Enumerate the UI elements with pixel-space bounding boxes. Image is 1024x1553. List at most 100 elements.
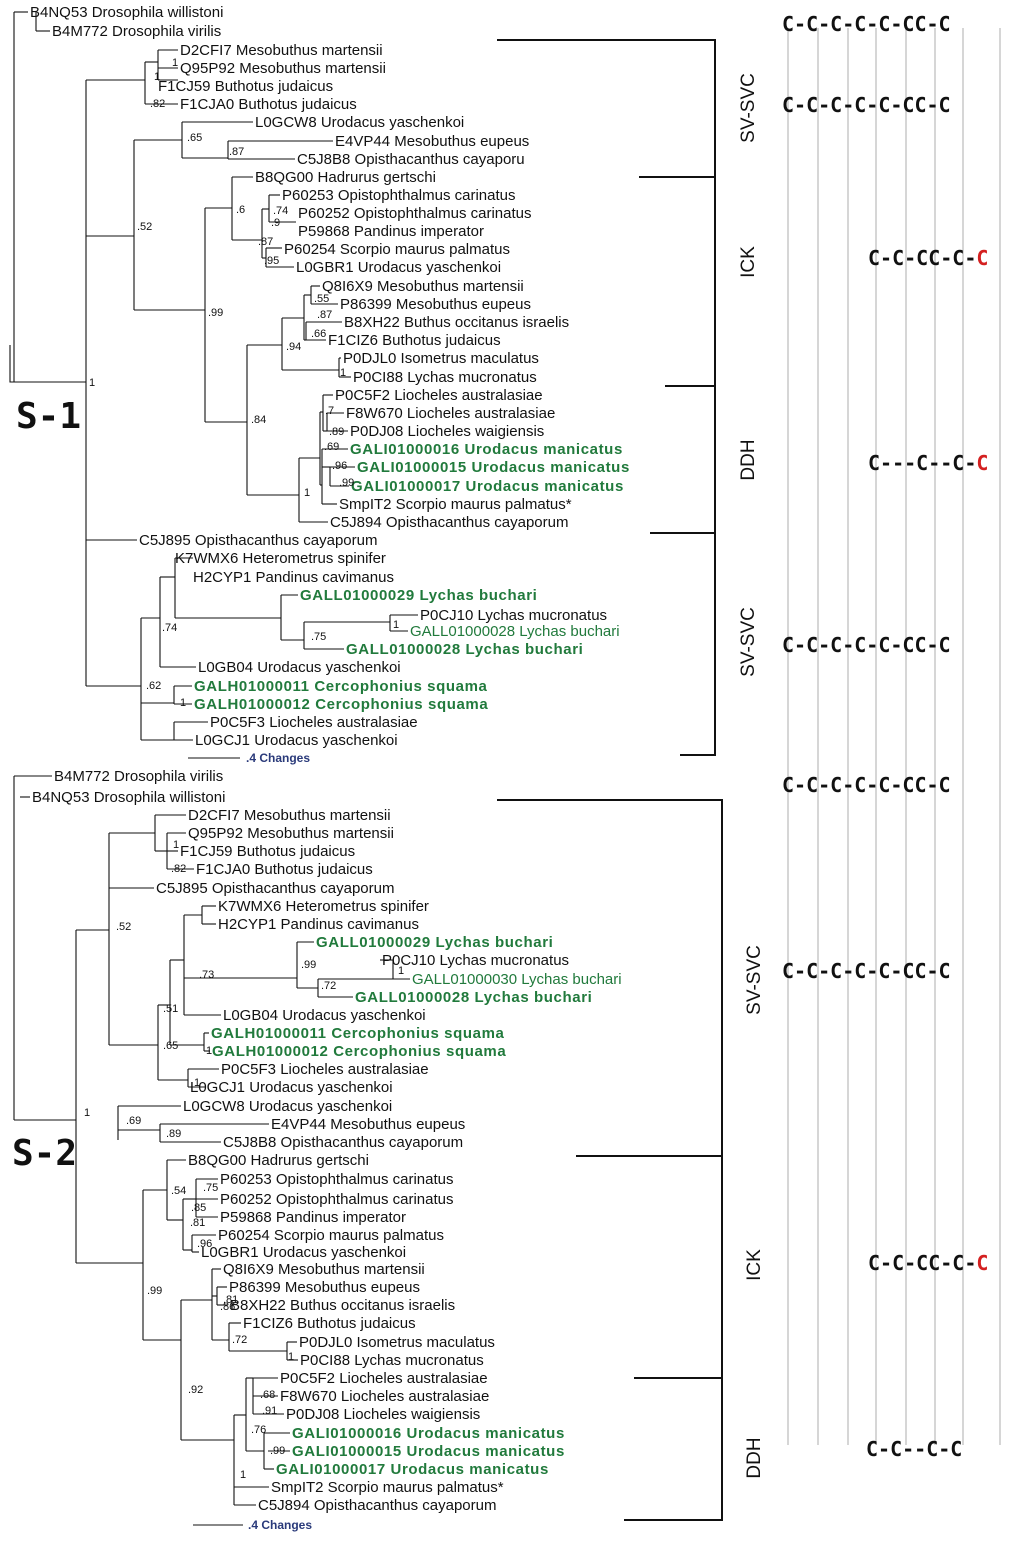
support-value: .55 [314,293,329,305]
group-label-sv-svc: SV-SVC [738,73,759,143]
leaf-label: P86399 Mesobuthus eupeus [340,296,531,313]
leaf-label: GALL01000029 Lychas buchari [300,587,537,604]
leaf-label: L0GB04 Urodacus yaschenkoi [198,659,401,676]
support-value: 1 [89,377,95,389]
leaf-label: F8W670 Liocheles australasiae [346,405,555,422]
leaf-label: C5J8B8 Opisthacanthus cayaporu [297,151,525,168]
support-value: .69 [324,441,339,453]
support-value: .74 [273,205,288,217]
support-value: .95 [264,255,279,267]
leaf-label: F1CJ59 Buthotus judaicus [158,78,333,95]
leaf-label: F1CJA0 Buthotus judaicus [196,861,373,878]
leaf-label: P0DJ08 Liocheles waigiensis [286,1406,480,1423]
support-value: .75 [203,1182,218,1194]
leaf-label: L0GCJ1 Urodacus yaschenkoi [190,1079,393,1096]
leaf-label: GALL01000030 Lychas buchari [412,971,622,988]
support-value: 1 [194,1077,200,1089]
support-value: .69 [126,1115,141,1127]
cysteine-motif: C-C-CC-C-C [868,246,988,270]
leaf-label: P60254 Scorpio maurus palmatus [284,241,510,258]
group-label-ddh: DDH [738,439,759,480]
leaf-label: GALL01000029 Lychas buchari [316,934,553,951]
support-value: .76 [251,1424,266,1436]
support-value: .66 [311,328,326,340]
leaf-label: GALI01000017 Urodacus manicatus [351,478,624,495]
support-value: .62 [146,680,161,692]
support-value: 1 [206,1045,212,1057]
support-value: .99 [270,1445,285,1457]
leaf-label: B4NQ53 Drosophila willistoni [30,4,223,21]
motif-text: C-C-C-C-C-CC-C [782,633,951,657]
leaf-label: P0DJL0 Isometrus maculatus [299,1334,495,1351]
support-value: 1 [304,487,310,499]
leaf-label: P0CI88 Lychas mucronatus [353,369,537,386]
group-label-ick: ICK [738,246,759,278]
leaf-label: GALI01000017 Urodacus manicatus [276,1461,549,1478]
leaf-label: H2CYP1 Pandinus cavimanus [218,916,419,933]
leaf-label: P0DJL0 Isometrus maculatus [343,350,539,367]
support-value: .85 [191,1202,206,1214]
support-value: .96 [197,1238,212,1250]
leaf-label: F1CIZ6 Buthotus judaicus [328,332,501,349]
leaf-label: GALL01000028 Lychas buchari [355,989,592,1006]
motif-terminal-cysteine: C [976,451,988,475]
leaf-label: GALI01000016 Urodacus manicatus [292,1425,565,1442]
leaf-label: GALI01000015 Urodacus manicatus [292,1443,565,1460]
leaf-label: Q8I6X9 Mesobuthus martensii [223,1261,425,1278]
leaf-label: Q95P92 Mesobuthus martensii [180,60,386,77]
leaf-label: C5J894 Opisthacanthus cayaporum [330,514,568,531]
motif-text: C-C-CC-C- [868,1251,976,1275]
leaf-label: H2CYP1 Pandinus cavimanus [193,569,394,586]
leaf-label: B8XH22 Buthus occitanus israelis [230,1297,455,1314]
support-value: .73 [199,969,214,981]
leaf-label: Q95P92 Mesobuthus martensii [188,825,394,842]
support-value: .96 [332,460,347,472]
leaf-label: P60252 Opistophthalmus carinatus [298,205,531,222]
scale-label: .4 Changes [248,1518,312,1532]
panel-label-s2: S-2 [12,1133,77,1174]
cysteine-motif: C-C-C-C-C-CC-C [782,12,951,36]
support-value: 1 [393,619,399,631]
leaf-label: SmpIT2 Scorpio maurus palmatus* [339,496,572,513]
tree-branch [9,345,86,383]
tree-branches [9,11,723,1526]
support-value: .91 [262,1405,277,1417]
cysteine-motif: C-C-CC-C-C [868,1251,988,1275]
leaf-label: D2CFI7 Mesobuthus martensii [188,807,391,824]
support-value: 1 [154,71,160,83]
leaf-label: L0GCJ1 Urodacus yaschenkoi [195,732,398,749]
leaf-label: P60254 Scorpio maurus palmatus [218,1227,444,1244]
support-value: 1 [240,1469,246,1481]
cysteine-motif: C-C-C-C-C-CC-C [782,633,951,657]
support-value: .99 [301,959,316,971]
support-value: .52 [116,921,131,933]
leaf-label: B8QG00 Hadrurus gertschi [188,1152,369,1169]
support-value: .82 [171,863,186,875]
support-value: 1 [288,1351,294,1363]
support-value: 1 [340,367,346,379]
leaf-label: P86399 Mesobuthus eupeus [229,1279,420,1296]
leaf-label: P0C5F3 Liocheles australasiae [210,714,418,731]
leaf-label: P60252 Opistophthalmus carinatus [220,1191,453,1208]
support-value: .6 [236,204,245,216]
leaf-label: GALI01000015 Urodacus manicatus [357,459,630,476]
motif-text: C-C-CC-C- [868,246,976,270]
support-value: .86 [220,1301,235,1313]
group-bracket [497,799,723,1521]
leaf-label: P59868 Pandinus imperator [298,223,484,240]
leaf-label: B8XH22 Buthus occitanus israelis [344,314,569,331]
group-label-sv-svc: SV-SVC [744,945,765,1015]
leaf-label: L0GB04 Urodacus yaschenkoi [223,1007,426,1024]
support-value: .81 [190,1217,205,1229]
leaf-label: K7WMX6 Heterometrus spinifer [175,550,386,567]
leaf-label: K7WMX6 Heterometrus spinifer [218,898,429,915]
leaf-label: GALH01000012 Cercophonius squama [212,1043,506,1060]
leaf-label: B8QG00 Hadrurus gertschi [255,169,436,186]
support-value: .65 [187,132,202,144]
leaf-label: L0GBR1 Urodacus yaschenkoi [201,1244,406,1261]
leaf-label: C5J894 Opisthacanthus cayaporum [258,1497,496,1514]
leaf-label: C5J895 Opisthacanthus cayaporum [156,880,394,897]
leaf-label: D2CFI7 Mesobuthus martensii [180,42,383,59]
motif-text: C-C-C-C-C-CC-C [782,959,951,983]
